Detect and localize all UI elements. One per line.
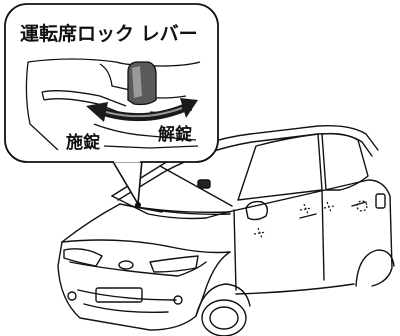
bidirectional-arrow (86, 98, 198, 122)
door-lock-lever (127, 61, 157, 106)
car-illustration (57, 124, 395, 336)
lock-indicator-marks (253, 200, 368, 239)
lever-location-dot (135, 202, 141, 208)
callout-pointer (111, 159, 143, 205)
unlock-label: 解錠 (158, 124, 192, 145)
callout-title: 運転席ロック レバー (20, 22, 198, 45)
lock-label: 施錠 (66, 132, 100, 153)
